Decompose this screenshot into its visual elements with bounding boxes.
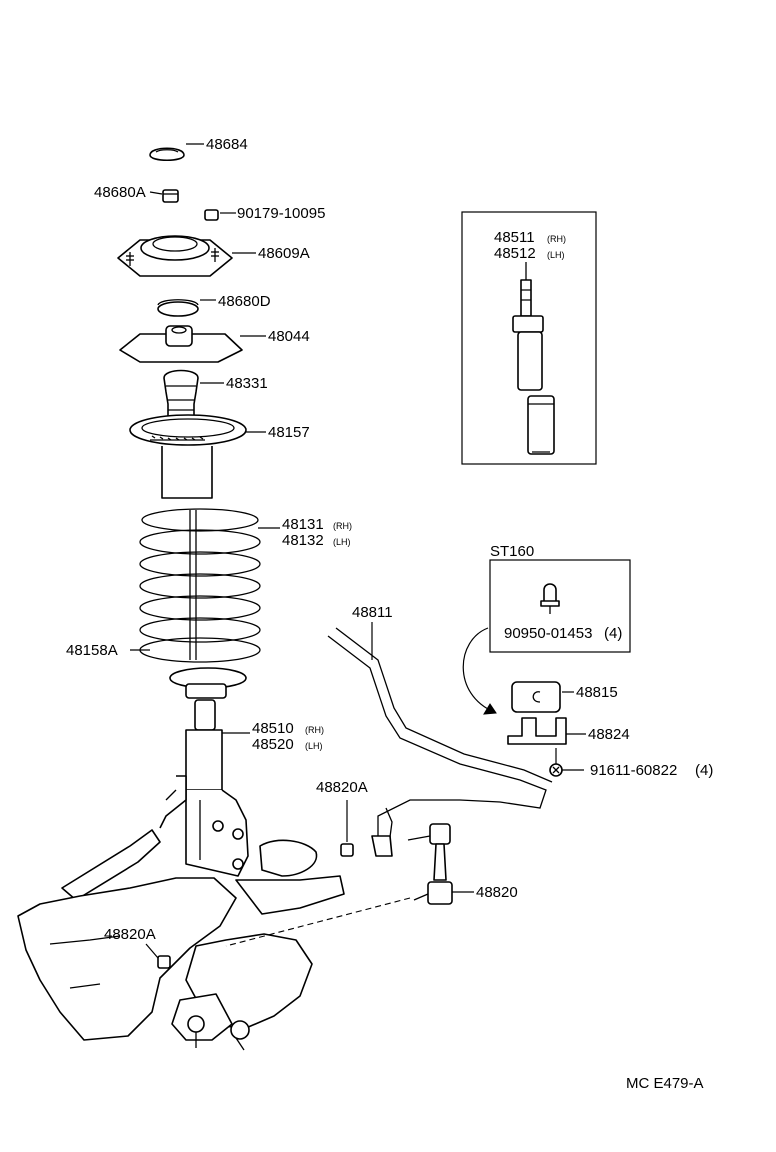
- shock-detail-box: [461, 211, 597, 465]
- label-90950-01453-qty: (4): [604, 625, 622, 642]
- part-48815-stabilizer-bushing[interactable]: [511, 681, 561, 713]
- part-48820-stabilizer-link[interactable]: [407, 823, 453, 905]
- label-48132-side: (LH): [333, 537, 351, 547]
- label-48331: 48331: [226, 375, 268, 392]
- label-48158A: 48158A: [66, 642, 118, 659]
- part-48684-dust-cap[interactable]: [149, 147, 185, 162]
- label-48511: 48511: [494, 229, 535, 246]
- label-48811: 48811: [352, 604, 393, 621]
- label-48520-side: (LH): [305, 741, 323, 751]
- st160-pointer-arrow: [462, 627, 495, 713]
- part-48331-bound-stopper[interactable]: [163, 369, 199, 421]
- part-48680A-nut[interactable]: [162, 189, 179, 203]
- part-48811-stabilizer-bar[interactable]: [327, 627, 553, 857]
- label-91611-60822-qty: (4): [695, 762, 713, 779]
- label-48512-side: (LH): [547, 250, 565, 260]
- label-48157: 48157: [268, 424, 310, 441]
- label-48815: 48815: [576, 684, 618, 701]
- part-48824-stabilizer-bracket[interactable]: [507, 717, 567, 745]
- label-48820: 48820: [476, 884, 518, 901]
- label-48510-side: (RH): [305, 725, 324, 735]
- part-48131-48132-coil-spring[interactable]: [139, 508, 261, 663]
- part-48510-48520-shock-absorber[interactable]: [159, 699, 249, 877]
- part-48511-48512-shock-absorber-cartridge[interactable]: [512, 262, 555, 455]
- label-90179-10095: 90179-10095: [237, 205, 325, 222]
- part-48158A-lower-insulator[interactable]: [169, 667, 247, 699]
- part-48820A-nut-bottom[interactable]: [157, 955, 171, 969]
- label-st160: ST160: [490, 543, 534, 560]
- part-48157-spring-insulator[interactable]: [129, 414, 247, 499]
- part-48609A-strut-support[interactable]: [117, 235, 233, 277]
- label-48044: 48044: [268, 328, 310, 345]
- label-48511-side: (RH): [547, 234, 566, 244]
- part-90950-01453-clip[interactable]: [540, 583, 560, 614]
- label-48820A-bottom: 48820A: [104, 926, 156, 943]
- part-48680D-collar[interactable]: [157, 299, 199, 317]
- label-48510: 48510: [252, 720, 294, 737]
- label-48512: 48512: [494, 245, 536, 262]
- part-90179-10095-nut[interactable]: [204, 209, 219, 221]
- part-48820A-nut-top[interactable]: [340, 843, 354, 857]
- st160-detail-box: [489, 559, 631, 653]
- label-48824: 48824: [588, 726, 630, 743]
- label-48820A-top: 48820A: [316, 779, 368, 796]
- label-91611-60822: 91611-60822: [590, 762, 677, 779]
- label-48131: 48131: [282, 516, 324, 533]
- figure-code: MC E479-A: [626, 1075, 704, 1092]
- part-91611-60822-bolt[interactable]: [549, 763, 563, 777]
- label-48520: 48520: [252, 736, 294, 753]
- label-48680D: 48680D: [218, 293, 271, 310]
- assembly-guide-line: [225, 897, 411, 947]
- label-48131-side: (RH): [333, 521, 352, 531]
- label-48132: 48132: [282, 532, 324, 549]
- label-48680A: 48680A: [94, 184, 146, 201]
- label-48609A: 48609A: [258, 245, 310, 262]
- suspension-assembly-illustration: [17, 829, 345, 1051]
- label-48684: 48684: [206, 136, 248, 153]
- part-48044-upper-spring-seat[interactable]: [119, 325, 243, 363]
- label-90950-01453: 90950-01453: [504, 625, 592, 642]
